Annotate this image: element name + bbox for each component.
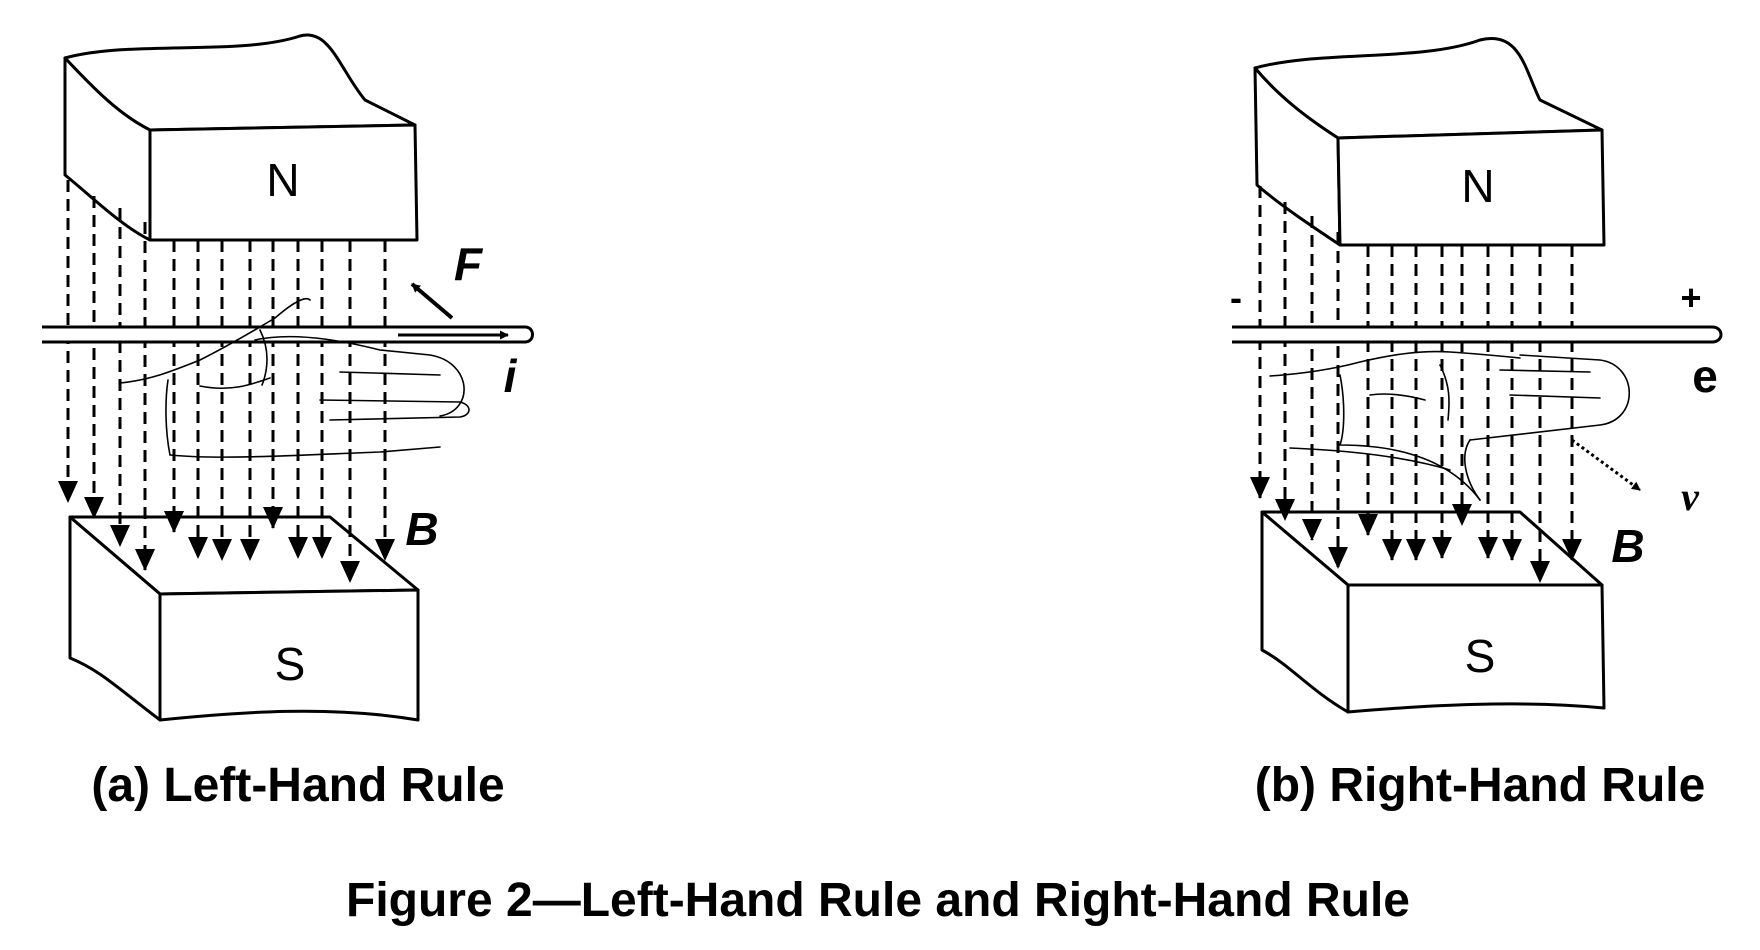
right-north-label: N — [1461, 160, 1494, 212]
right-hand-sketch — [1269, 350, 1631, 501]
left-north-label: N — [266, 154, 299, 206]
right-north-magnet: N — [1253, 36, 1606, 247]
left-hand-sketch — [119, 298, 470, 458]
right-panel-caption: (b) Right-Hand Rule — [1255, 759, 1706, 812]
left-field-label: B — [405, 503, 438, 555]
left-field-lines — [58, 180, 395, 583]
right-hand-rule-panel: N S — [1230, 36, 1723, 812]
right-south-magnet: S — [1260, 510, 1606, 714]
right-minus-label: - — [1230, 277, 1242, 318]
figure-caption: Figure 2—Left-Hand Rule and Right-Hand R… — [346, 874, 1410, 927]
left-south-magnet: S — [68, 515, 420, 722]
right-emf-label: e — [1692, 350, 1718, 402]
left-force-label: F — [454, 238, 484, 290]
right-plus-label: + — [1680, 277, 1701, 318]
left-panel-caption: (a) Left-Hand Rule — [91, 759, 504, 812]
left-current-label: i — [504, 350, 518, 402]
right-field-label: B — [1611, 520, 1644, 572]
left-hand-rule-panel: N S — [42, 33, 534, 812]
right-south-label: S — [1465, 630, 1496, 682]
right-conductor — [1232, 325, 1723, 344]
left-south-label: S — [275, 638, 306, 690]
left-north-magnet: N — [63, 33, 419, 242]
left-conductor — [42, 325, 534, 344]
right-velocity-arrow — [1571, 438, 1641, 492]
right-velocity-label: v — [1681, 474, 1700, 519]
left-force-arrow — [410, 282, 454, 320]
